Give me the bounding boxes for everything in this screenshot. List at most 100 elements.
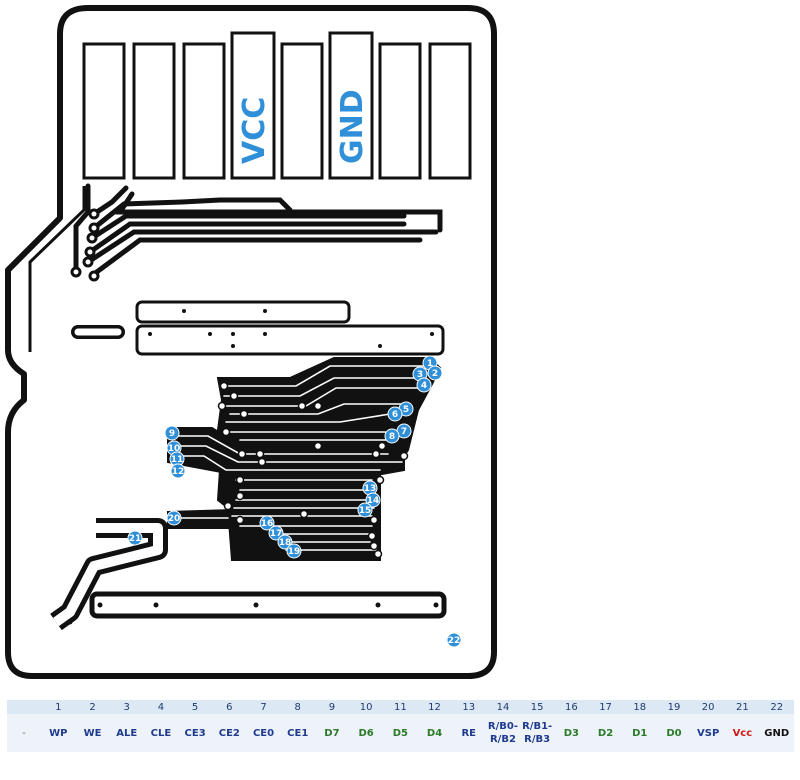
pin-number: 20 bbox=[691, 700, 726, 714]
pin-name: D1 bbox=[622, 714, 657, 752]
pin-number: 14 bbox=[485, 700, 521, 714]
pin-number: 12 bbox=[417, 700, 452, 714]
pin-name: - bbox=[7, 714, 42, 752]
svg-text:7: 7 bbox=[401, 427, 407, 437]
svg-text:18: 18 bbox=[279, 538, 292, 548]
pin-marker-17: 17 bbox=[268, 525, 284, 541]
pin-name: ALE bbox=[109, 714, 144, 752]
pin-number: 17 bbox=[588, 700, 623, 714]
pin-name: D5 bbox=[383, 714, 418, 752]
pin-marker-5: 5 bbox=[398, 401, 414, 417]
pin-name: CE0 bbox=[246, 714, 281, 752]
pin-marker-22: 22 bbox=[446, 632, 462, 648]
svg-text:19: 19 bbox=[288, 547, 301, 557]
svg-text:11: 11 bbox=[171, 455, 184, 465]
pin-number: 13 bbox=[451, 700, 486, 714]
svg-text:9: 9 bbox=[169, 429, 175, 439]
vcc-pad-label: VCC bbox=[237, 97, 272, 164]
pin-number: 11 bbox=[383, 700, 418, 714]
pin-marker-14: 14 bbox=[365, 492, 381, 508]
signal-traces-light bbox=[171, 365, 429, 551]
card-inner-line bbox=[28, 186, 86, 352]
pin-name: CLE bbox=[143, 714, 179, 752]
upper-vias bbox=[70, 208, 100, 282]
pin-number: 10 bbox=[349, 700, 384, 714]
pin-number: 22 bbox=[759, 700, 794, 714]
pin-name: VSP bbox=[691, 714, 726, 752]
svg-text:5: 5 bbox=[403, 405, 409, 415]
svg-text:14: 14 bbox=[367, 496, 380, 506]
pin-number: 15 bbox=[520, 700, 555, 714]
upper-rail bbox=[135, 300, 351, 324]
pin-name: R/B0- R/B2 bbox=[485, 714, 521, 752]
gnd-pad-label: GND bbox=[335, 89, 370, 164]
pin-number: 2 bbox=[75, 700, 110, 714]
svg-text:4: 4 bbox=[421, 381, 427, 391]
svg-text:2: 2 bbox=[432, 369, 438, 379]
middle-rail bbox=[135, 324, 445, 356]
pin-name: D2 bbox=[588, 714, 623, 752]
pin-name: GND bbox=[759, 714, 794, 752]
svg-text:6: 6 bbox=[392, 410, 398, 420]
pin-number: 5 bbox=[178, 700, 213, 714]
svg-text:8: 8 bbox=[389, 432, 395, 442]
rail-vias bbox=[148, 309, 434, 348]
pin-number: 6 bbox=[212, 700, 247, 714]
pin-marker-2: 2 bbox=[427, 365, 443, 381]
contact-pad bbox=[280, 42, 324, 180]
pin-marker-21: 21 bbox=[127, 530, 143, 546]
pin-marker-9: 9 bbox=[164, 425, 180, 441]
pin-name: D7 bbox=[314, 714, 350, 752]
pin-marker-12: 12 bbox=[170, 463, 186, 479]
pin-number: 3 bbox=[109, 700, 144, 714]
pin-name: WP bbox=[41, 714, 76, 752]
pin-marker-8: 8 bbox=[384, 428, 400, 444]
svg-text:13: 13 bbox=[364, 484, 377, 494]
pin-name: D6 bbox=[349, 714, 384, 752]
pin-number: 19 bbox=[656, 700, 692, 714]
pin-number bbox=[7, 700, 42, 714]
pin-number: 16 bbox=[554, 700, 589, 714]
pin-name: CE1 bbox=[280, 714, 315, 752]
svg-text:20: 20 bbox=[168, 514, 181, 524]
pin-number: 18 bbox=[622, 700, 657, 714]
pin-marker-4: 4 bbox=[416, 377, 432, 393]
pin-name: Vcc bbox=[725, 714, 760, 752]
bottom-rail bbox=[89, 591, 447, 619]
pin-marker-16: 16 bbox=[259, 515, 275, 531]
contact-pad bbox=[132, 42, 176, 180]
svg-text:17: 17 bbox=[270, 529, 283, 539]
svg-text:21: 21 bbox=[129, 534, 142, 544]
svg-text:1: 1 bbox=[427, 359, 433, 369]
pin-name: CE3 bbox=[178, 714, 213, 752]
upper-traces bbox=[73, 183, 443, 277]
pin-markers: 1 2 3 4 5 6 7 8 9 10 11 12 13 14 15 16 1… bbox=[127, 355, 462, 648]
svg-text:12: 12 bbox=[172, 467, 185, 477]
contact-pads bbox=[82, 31, 472, 180]
svg-text:10: 10 bbox=[168, 444, 181, 454]
svg-text:16: 16 bbox=[261, 519, 274, 529]
pin-number: 1 bbox=[41, 700, 76, 714]
pin-name: RE bbox=[451, 714, 486, 752]
pin-number: 21 bbox=[725, 700, 760, 714]
pin-marker-18: 18 bbox=[277, 534, 293, 550]
pin-number: 8 bbox=[280, 700, 315, 714]
contact-pad bbox=[182, 42, 226, 180]
contact-pad bbox=[378, 42, 422, 180]
microsd-card-diagram: VCC GND bbox=[5, 5, 497, 679]
pin-number: 4 bbox=[143, 700, 179, 714]
contact-pad-vcc bbox=[230, 31, 276, 180]
svg-text:22: 22 bbox=[448, 636, 461, 646]
svg-text:15: 15 bbox=[359, 506, 372, 516]
power-trace-inner bbox=[53, 523, 163, 627]
pin-name: CE2 bbox=[212, 714, 247, 752]
contact-pad bbox=[82, 42, 126, 180]
pin-name: R/B1- R/B3 bbox=[520, 714, 555, 752]
contact-pad bbox=[428, 42, 472, 180]
pin-marker-20: 20 bbox=[166, 510, 182, 526]
pin-marker-6: 6 bbox=[387, 406, 403, 422]
pin-marker-15: 15 bbox=[357, 502, 373, 518]
pin-name: D3 bbox=[554, 714, 589, 752]
